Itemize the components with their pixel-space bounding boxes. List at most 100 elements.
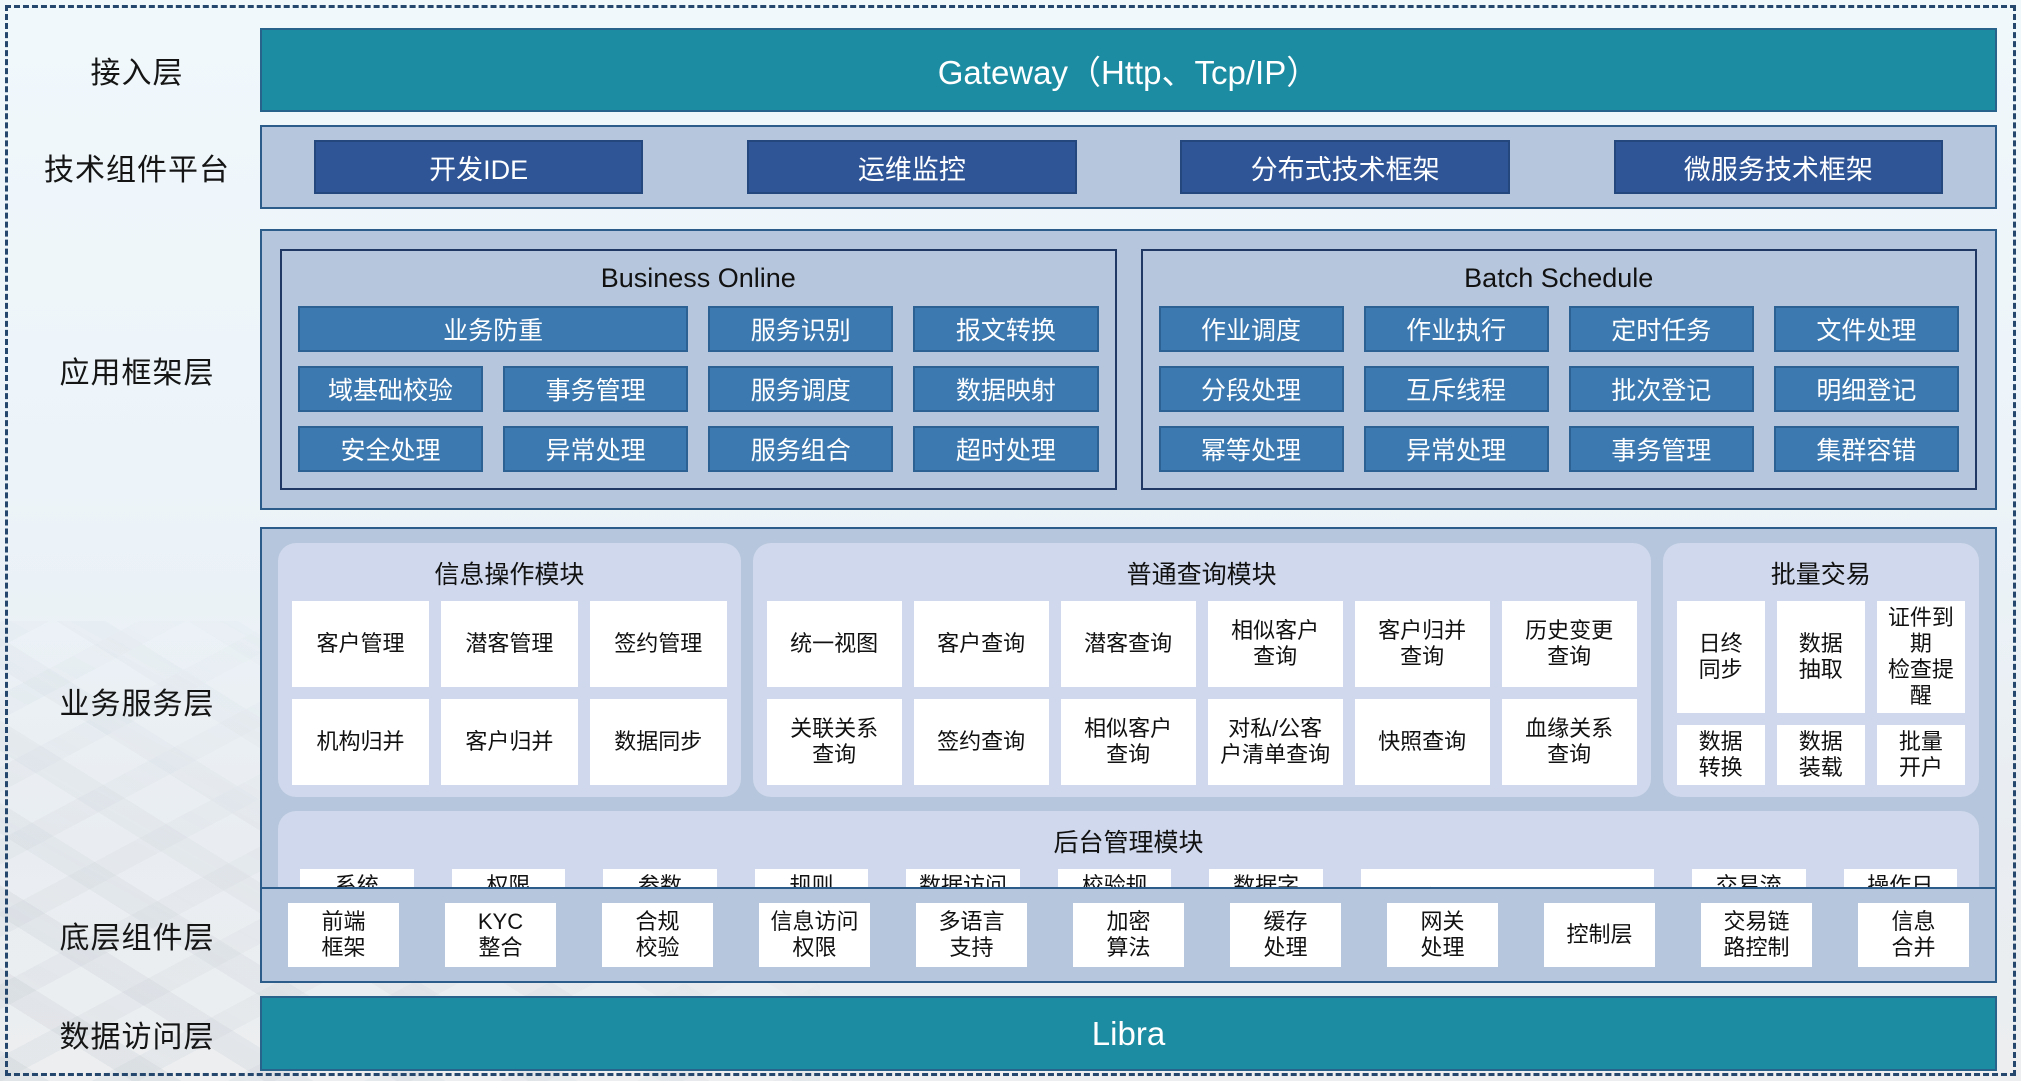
batch-schedule-title: Batch Schedule xyxy=(1464,263,1654,293)
batch-schedule-item: 作业执行 xyxy=(1363,306,1549,352)
batch-trade-title: 批量交易 xyxy=(1770,561,1871,589)
layer-base-components-body: 前端 框架 KYC 整合合规 校验信息访问 权限多语言 支持加密 算法缓存 处理网… xyxy=(260,887,1997,983)
base-component-item: KYC 整合 xyxy=(445,903,556,967)
batch-trade-panel: 批量交易 日终 同步数据 抽取证件到期 检查提醒数据 转换数据 装载批量 开户 xyxy=(1662,543,1979,797)
business-online-item: 服务组合 xyxy=(708,426,894,472)
batch-schedule-item: 作业调度 xyxy=(1158,306,1344,352)
batch-schedule-item: 文件处理 xyxy=(1773,306,1959,352)
info-module-item: 机构归并 xyxy=(292,698,429,785)
query-module-item: 相似客户 查询 xyxy=(1207,601,1343,687)
batch-trade-item: 日终 同步 xyxy=(1676,601,1765,713)
admin-module-title: 后台管理模块 xyxy=(1053,828,1204,857)
base-component-item: 加密 算法 xyxy=(1073,903,1184,967)
query-module-item: 签约查询 xyxy=(913,698,1049,785)
layer-app-framework-body: Business Online 业务防重服务识别报文转换域基础校验事务管理服务调… xyxy=(260,229,1997,510)
business-online-item: 域基础校验 xyxy=(298,366,484,412)
layer-label-tech-platform: 技术组件平台 xyxy=(44,154,230,187)
query-module-item: 客户归并 查询 xyxy=(1354,601,1490,687)
layer-label-data-access: 数据访问层 xyxy=(59,1020,215,1054)
tech-component-box: 运维监控 xyxy=(747,140,1077,194)
info-module-item: 数据同步 xyxy=(589,698,727,785)
layer-data-access: 数据访问层 Libra xyxy=(14,996,1997,1071)
business-online-box: Business Online 业务防重服务识别报文转换域基础校验事务管理服务调… xyxy=(280,249,1117,490)
app-framework-panel: Business Online 业务防重服务识别报文转换域基础校验事务管理服务调… xyxy=(260,229,1997,510)
business-online-title: Business Online xyxy=(600,263,796,293)
gateway-bar: Gateway（Http、Tcp/IP） xyxy=(260,28,1997,112)
batch-schedule-grid: 作业调度作业执行定时任务文件处理分段处理互斥线程批次登记明细登记幂等处理异常处理… xyxy=(1158,306,1959,472)
base-components-panel: 前端 框架 KYC 整合合规 校验信息访问 权限多语言 支持加密 算法缓存 处理网… xyxy=(260,887,1997,983)
base-component-item: 前端 框架 xyxy=(288,903,399,967)
layer-label-app-framework: 应用框架层 xyxy=(59,356,215,390)
base-component-item: 控制层 xyxy=(1544,903,1655,967)
query-module-item: 历史变更 查询 xyxy=(1501,601,1637,687)
batch-schedule-item: 互斥线程 xyxy=(1363,366,1549,412)
business-online-item: 安全处理 xyxy=(298,426,484,472)
batch-schedule-item: 定时任务 xyxy=(1568,306,1754,352)
tech-component-box: 微服务技术框架 xyxy=(1613,140,1943,194)
base-component-item: 合规 校验 xyxy=(602,903,713,967)
batch-trade-grid: 日终 同步数据 抽取证件到期 检查提醒数据 转换数据 装载批量 开户 xyxy=(1676,601,1965,785)
base-component-item: 信息 合并 xyxy=(1858,903,1969,967)
business-online-item: 事务管理 xyxy=(503,366,689,412)
layer-app-framework: 应用框架层 Business Online 业务防重服务识别报文转换域基础校验事… xyxy=(14,229,1997,510)
layer-base-components: 底层组件层 前端 框架 KYC 整合合规 校验信息访问 权限多语言 支持加密 算法… xyxy=(14,887,1997,983)
batch-schedule-item: 集群容错 xyxy=(1773,426,1959,472)
tech-component-box: 分布式技术框架 xyxy=(1180,140,1510,194)
layer-label-access: 接入层 xyxy=(90,57,184,90)
batch-schedule-item: 分段处理 xyxy=(1158,366,1344,412)
base-component-item: 交易链 路控制 xyxy=(1701,903,1812,967)
business-online-item: 服务识别 xyxy=(708,306,894,352)
layer-data-access-body: Libra xyxy=(260,996,1997,1071)
common-query-module-grid: 统一视图客户查询潜客查询相似客户 查询客户归并 查询历史变更 查询关联关系 查询… xyxy=(766,601,1637,785)
tech-component-box: 开发IDE xyxy=(313,140,644,194)
layer-label-base-components: 底层组件层 xyxy=(59,922,215,955)
layer-access-body: Gateway（Http、Tcp/IP） xyxy=(260,28,1997,112)
info-module-item: 潜客管理 xyxy=(440,601,578,687)
batch-trade-item: 批量 开户 xyxy=(1876,724,1965,785)
business-online-item: 异常处理 xyxy=(503,426,689,472)
info-operation-module-panel: 信息操作模块 客户管理潜客管理签约管理机构归并客户归并数据同步 xyxy=(278,543,741,797)
info-operation-module-grid: 客户管理潜客管理签约管理机构归并客户归并数据同步 xyxy=(292,601,727,785)
business-online-item: 数据映射 xyxy=(913,366,1099,412)
query-module-item: 血缘关系 查询 xyxy=(1501,698,1637,785)
business-online-item: 报文转换 xyxy=(913,306,1099,352)
query-module-item: 客户查询 xyxy=(913,601,1049,687)
layer-access: 接入层 Gateway（Http、Tcp/IP） xyxy=(14,28,1997,112)
batch-trade-item: 数据 抽取 xyxy=(1776,601,1865,713)
common-query-module-title: 普通查询模块 xyxy=(1126,561,1277,589)
layer-business-service-body: 信息操作模块 客户管理潜客管理签约管理机构归并客户归并数据同步 普通查询模块 统… xyxy=(260,527,1997,959)
tech-platform-panel: 开发IDE 运维监控 分布式技术框架 微服务技术框架 xyxy=(260,125,1997,209)
query-module-item: 潜客查询 xyxy=(1060,601,1196,687)
query-module-item: 对私/公客 户清单查询 xyxy=(1207,698,1343,785)
batch-trade-item: 证件到期 检查提醒 xyxy=(1876,601,1965,713)
layer-tech-platform: 技术组件平台 开发IDE 运维监控 分布式技术框架 微服务技术框架 xyxy=(14,125,1997,209)
query-module-item: 快照查询 xyxy=(1354,698,1490,785)
base-component-item: 网关 处理 xyxy=(1387,903,1498,967)
info-module-item: 客户管理 xyxy=(292,601,429,687)
query-module-item: 统一视图 xyxy=(766,601,902,687)
common-query-module-panel: 普通查询模块 统一视图客户查询潜客查询相似客户 查询客户归并 查询历史变更 查询… xyxy=(752,543,1651,797)
business-online-item: 服务调度 xyxy=(708,366,894,412)
query-module-item: 相似客户 查询 xyxy=(1060,698,1196,785)
base-component-item: 多语言 支持 xyxy=(916,903,1027,967)
base-component-item: 缓存 处理 xyxy=(1230,903,1341,967)
query-module-item: 关联关系 查询 xyxy=(766,698,902,785)
info-module-item: 客户归并 xyxy=(440,698,578,785)
batch-schedule-item: 明细登记 xyxy=(1773,366,1959,412)
business-online-grid: 业务防重服务识别报文转换域基础校验事务管理服务调度数据映射安全处理异常处理服务组… xyxy=(298,306,1099,472)
libra-bar: Libra xyxy=(260,996,1997,1071)
layer-business-service: 业务服务层 信息操作模块 客户管理潜客管理签约管理机构归并客户归并数据同步 普通… xyxy=(14,527,1997,959)
base-component-item: 信息访问 权限 xyxy=(759,903,870,967)
batch-schedule-item: 事务管理 xyxy=(1568,426,1754,472)
batch-schedule-item: 异常处理 xyxy=(1363,426,1549,472)
business-online-item: 业务防重 xyxy=(298,306,689,352)
info-operation-module-title: 信息操作模块 xyxy=(434,561,585,589)
business-online-item: 超时处理 xyxy=(913,426,1099,472)
layer-label-business-service: 业务服务层 xyxy=(59,687,215,721)
layer-tech-body: 开发IDE 运维监控 分布式技术框架 微服务技术框架 xyxy=(260,125,1997,209)
batch-schedule-item: 幂等处理 xyxy=(1158,426,1344,472)
info-module-item: 签约管理 xyxy=(589,601,727,687)
business-service-upper-band: 信息操作模块 客户管理潜客管理签约管理机构归并客户归并数据同步 普通查询模块 统… xyxy=(278,543,1979,797)
